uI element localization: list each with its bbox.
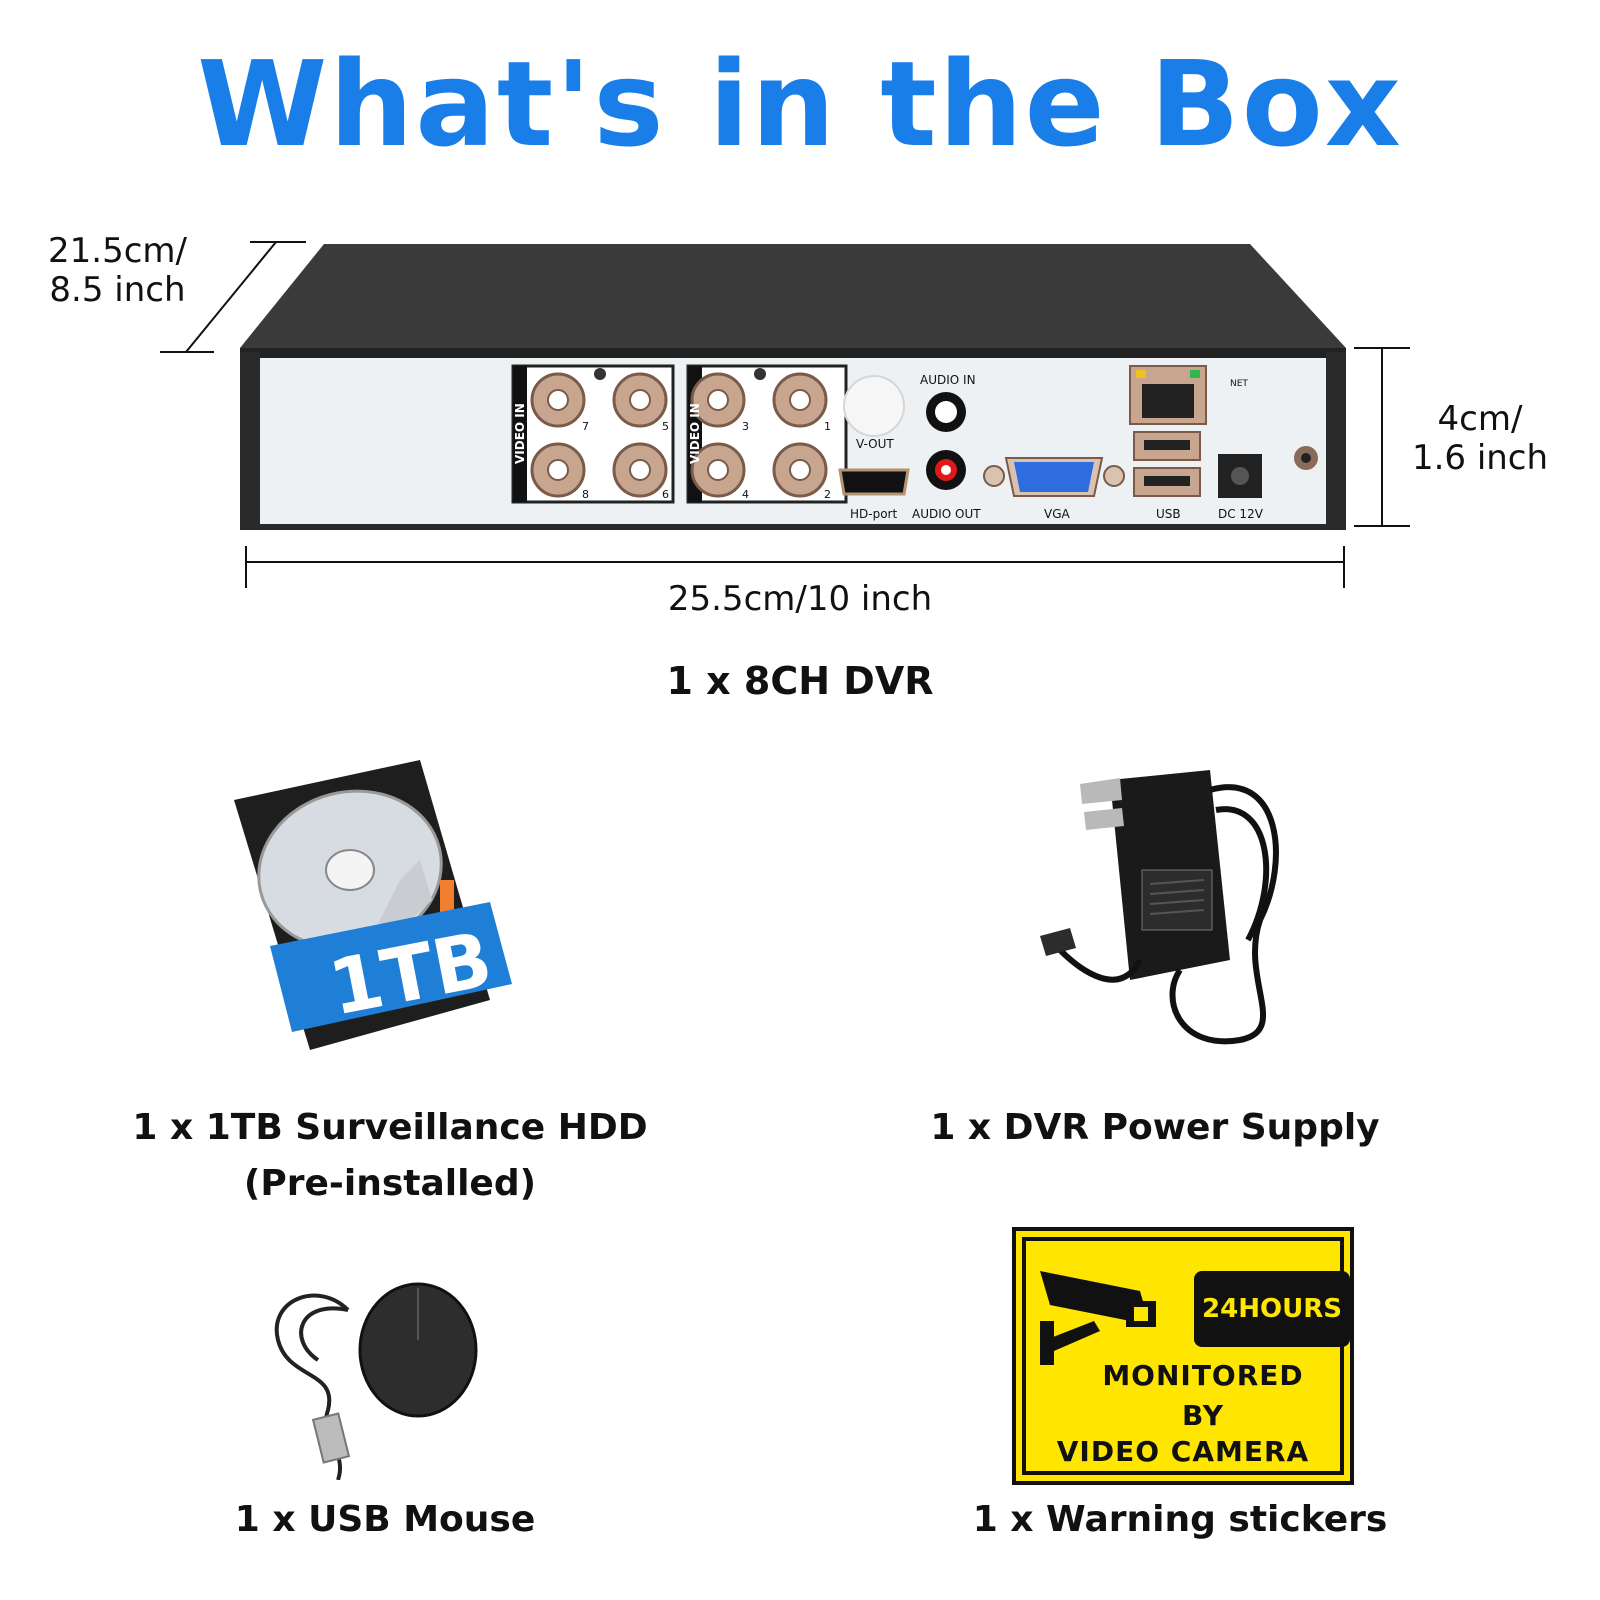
hd-port-label: HD-port [850, 507, 897, 521]
channel-1: 1 [824, 420, 831, 433]
hdd-image: 1TB [234, 760, 512, 1050]
width-dimension-label: 25.5cm/10 inch [667, 579, 933, 619]
sticker-line-monitored: MONITORED [1102, 1359, 1304, 1392]
dc-label: DC 12V [1218, 507, 1264, 521]
dvr-lid [240, 244, 1346, 348]
height-label-line2: 1.6 inch [1411, 438, 1549, 479]
channel-4: 4 [742, 488, 749, 501]
hdmi-port [838, 468, 910, 496]
channel-7: 7 [582, 420, 589, 433]
v-out-label: V-OUT [856, 437, 894, 451]
hdd-caption-line2: (Pre-installed) [243, 1162, 537, 1204]
channel-5: 5 [662, 420, 669, 433]
hdd-caption: 1 x 1TB Surveillance HDD (Pre-installed) [120, 1100, 660, 1212]
sticker-caption: 1 x Warning stickers [972, 1499, 1388, 1540]
sticker-line-video-camera: VIDEO CAMERA [1056, 1435, 1310, 1468]
width-dimension-lines [245, 546, 1345, 588]
power-supply-caption: 1 x DVR Power Supply [930, 1107, 1380, 1148]
video-in-label-2: VIDEO IN [688, 403, 702, 464]
channel-3: 3 [742, 420, 749, 433]
audio-out-label: AUDIO OUT [912, 507, 981, 521]
depth-dimension-lines [160, 241, 306, 353]
height-dimension-label: 4cm/ 1.6 inch [1400, 399, 1560, 479]
mouse-caption: 1 x USB Mouse [234, 1499, 536, 1540]
audio-in-label: AUDIO IN [920, 373, 976, 387]
usb-label: USB [1156, 507, 1181, 521]
height-dimension-lines [1354, 347, 1410, 527]
hdd-label-band [270, 902, 512, 1032]
bnc-connectors [530, 372, 828, 498]
camera-icon [1040, 1271, 1156, 1365]
warning-sticker: 24HOURS MONITORED BY VIDEO CAMERA [1012, 1227, 1354, 1485]
channel-6: 6 [662, 488, 669, 501]
dvr-device: VIDEO IN VIDEO IN 7 5 3 1 8 6 4 2 V-OUT … [160, 241, 1410, 588]
net-label: NET [1230, 379, 1248, 389]
sticker-line-by: BY [1181, 1399, 1225, 1432]
channel-8: 8 [582, 488, 589, 501]
page-title: What's in the Box [197, 35, 1403, 173]
v-out-port [843, 375, 905, 437]
depth-dimension-label: 21.5cm/ 8.5 inch [48, 231, 187, 311]
hdd-caption-line1: 1 x 1TB Surveillance HDD [132, 1107, 648, 1148]
depth-label-line1: 21.5cm/ [48, 231, 187, 271]
power-supply-image [1040, 770, 1279, 1045]
height-label-line1: 4cm/ [1437, 399, 1523, 439]
mouse-image [274, 1282, 478, 1480]
video-in-label-1: VIDEO IN [513, 403, 527, 464]
channel-2: 2 [824, 488, 831, 501]
depth-label-line2: 8.5 inch [49, 270, 186, 311]
vga-port [983, 457, 1125, 497]
24hours-badge: 24HOURS [1194, 1271, 1350, 1347]
vga-label: VGA [1044, 507, 1071, 521]
dvr-caption: 1 x 8CH DVR [666, 659, 934, 703]
